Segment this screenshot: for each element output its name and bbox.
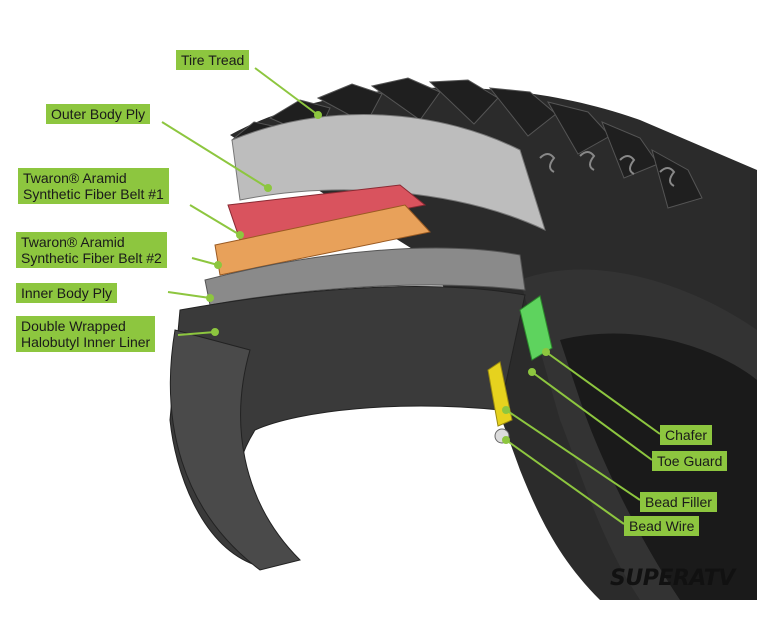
inner-liner-layer [169,286,526,566]
label-chafer-text: Chafer [665,427,708,443]
sidewall-s-marks [539,151,676,187]
label-toe-guard: Toe Guard [652,451,728,471]
label-belt-1: Twaron® Aramid Synthetic Fiber Belt #1 [18,168,169,204]
inner-arch [169,329,301,571]
label-bead-filler: Bead Filler [640,492,717,512]
leader-lines [161,67,661,525]
label-outer-body-ply: Outer Body Ply [46,104,151,124]
label-belt-1-line2: Synthetic Fiber Belt #1 [23,186,164,202]
label-chafer: Chafer [660,425,713,445]
chafer-shape [519,295,553,361]
label-tire-tread: Tire Tread [176,50,250,70]
label-outer-body-ply-text: Outer Body Ply [51,106,146,122]
outer-body-ply-layer [231,114,546,231]
label-tire-tread-text: Tire Tread [181,52,245,68]
label-bead-wire-text: Bead Wire [629,518,695,534]
label-inner-body-ply-text: Inner Body Ply [21,285,113,301]
label-inner-liner-line2: Halobutyl Inner Liner [21,334,151,350]
tread-blocks [231,77,703,209]
superatv-logo: SUPERATV [610,566,735,591]
label-belt-2-line1: Twaron® Aramid [21,234,125,250]
label-inner-body-ply: Inner Body Ply [16,283,118,303]
label-inner-liner-line1: Double Wrapped [21,318,126,334]
inner-body-ply-layer [204,247,526,306]
label-belt-1-line1: Twaron® Aramid [23,170,127,186]
label-bead-wire: Bead Wire [624,516,700,536]
label-inner-liner: Double Wrapped Halobutyl Inner Liner [16,316,156,352]
label-belt-2-line2: Synthetic Fiber Belt #2 [21,250,162,266]
belt-1-layer [227,184,427,241]
label-toe-guard-text: Toe Guard [657,453,723,469]
label-bead-filler-text: Bead Filler [645,494,712,510]
label-belt-2: Twaron® Aramid Synthetic Fiber Belt #2 [16,232,167,268]
